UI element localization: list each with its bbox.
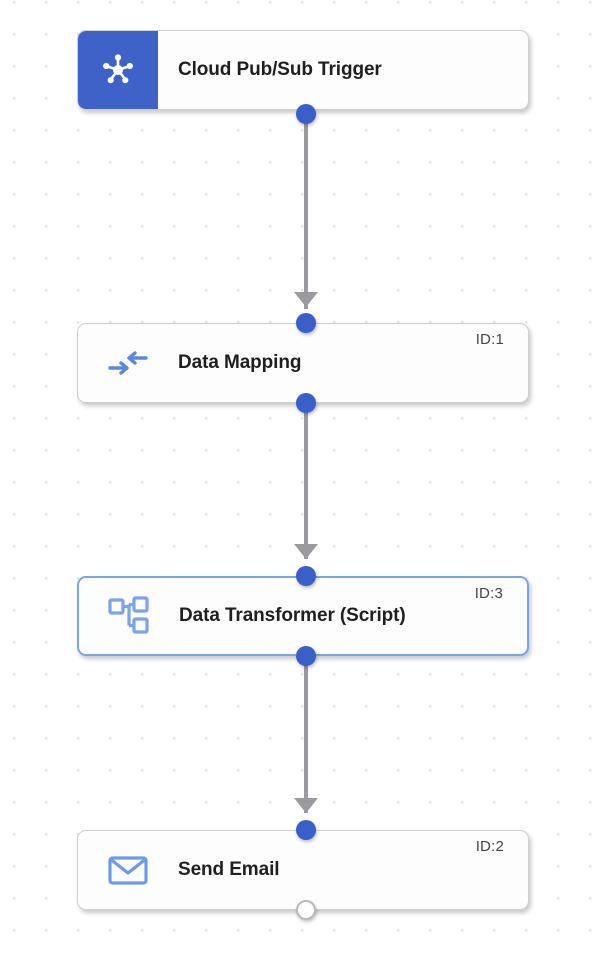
- input-port-data-transformer-script[interactable]: [296, 566, 316, 586]
- output-port-send-email[interactable]: [296, 900, 316, 920]
- node-title: Data Transformer (Script): [179, 605, 406, 626]
- node-id-badge: ID:1: [475, 331, 504, 348]
- pubsub-icon: [78, 31, 158, 109]
- output-port-data-transformer-script[interactable]: [296, 646, 316, 666]
- input-port-send-email[interactable]: [296, 820, 316, 840]
- envelope-icon: [78, 831, 178, 909]
- output-port-cloud-pubsub-trigger[interactable]: [296, 104, 316, 124]
- node-title: Cloud Pub/Sub Trigger: [178, 59, 382, 80]
- node-id-badge: ID:3: [474, 585, 503, 602]
- node-title: Send Email: [178, 859, 280, 880]
- output-port-data-mapping[interactable]: [296, 393, 316, 413]
- node-cloud-pubsub-trigger[interactable]: Cloud Pub/Sub Trigger: [77, 30, 529, 110]
- node-data-mapping[interactable]: Data Mapping ID:1: [77, 323, 529, 403]
- arrowhead-transformer-to-email: [294, 798, 318, 813]
- connector-transformer-to-email[interactable]: [304, 656, 308, 813]
- node-title: Data Mapping: [178, 352, 302, 373]
- arrowhead-trigger-to-mapping: [294, 292, 318, 307]
- data-mapping-arrows-icon: [78, 324, 178, 402]
- node-send-email[interactable]: Send Email ID:2: [77, 830, 529, 910]
- arrowhead-mapping-to-transformer: [294, 544, 318, 559]
- connector-trigger-to-mapping[interactable]: [304, 114, 308, 309]
- input-port-data-mapping[interactable]: [296, 313, 316, 333]
- hierarchy-icon: [79, 578, 179, 654]
- node-data-transformer-script[interactable]: Data Transformer (Script) ID:3: [77, 576, 529, 656]
- node-id-badge: ID:2: [475, 838, 504, 855]
- connector-mapping-to-transformer[interactable]: [304, 403, 308, 559]
